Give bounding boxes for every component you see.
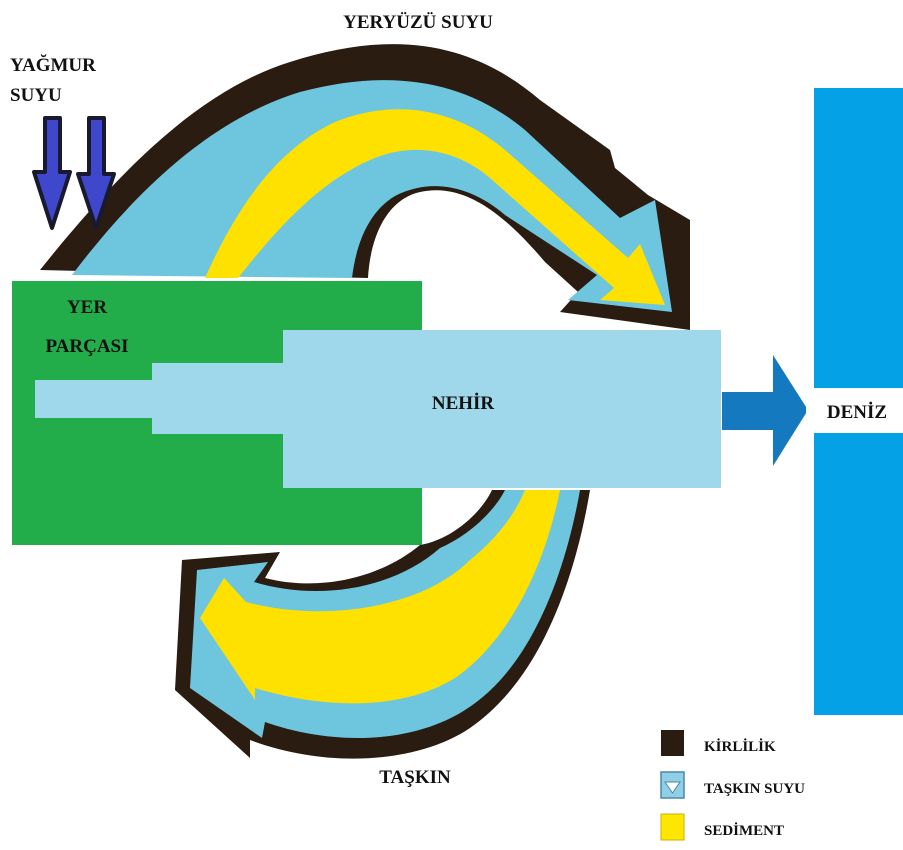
surface-water-label: YERYÜZÜ SUYU (343, 12, 493, 33)
rain-water-label-line2: SUYU (10, 85, 62, 106)
flood-label: TAŞKIN (379, 767, 451, 788)
sea-label: DENİZ (827, 402, 887, 423)
land-label-line2: PARÇASI (45, 336, 128, 357)
legend-label-pollution: KİRLİLİK (704, 738, 776, 755)
legend-swatch-pollution (661, 730, 684, 756)
legend: KİRLİLİK TAŞKIN SUYU SEDİMENT (661, 730, 805, 840)
river-to-sea-arrow (722, 355, 808, 466)
legend-swatch-sediment (661, 814, 684, 840)
rain-arrows (34, 118, 114, 228)
river-label: NEHİR (432, 393, 495, 414)
rain-arrow-left (34, 118, 70, 228)
rain-water-label-line1: YAĞMUR (10, 54, 96, 76)
legend-label-flood-water: TAŞKIN SUYU (704, 781, 805, 797)
legend-label-sediment: SEDİMENT (704, 822, 784, 839)
land-label-line1: YER (67, 297, 107, 318)
